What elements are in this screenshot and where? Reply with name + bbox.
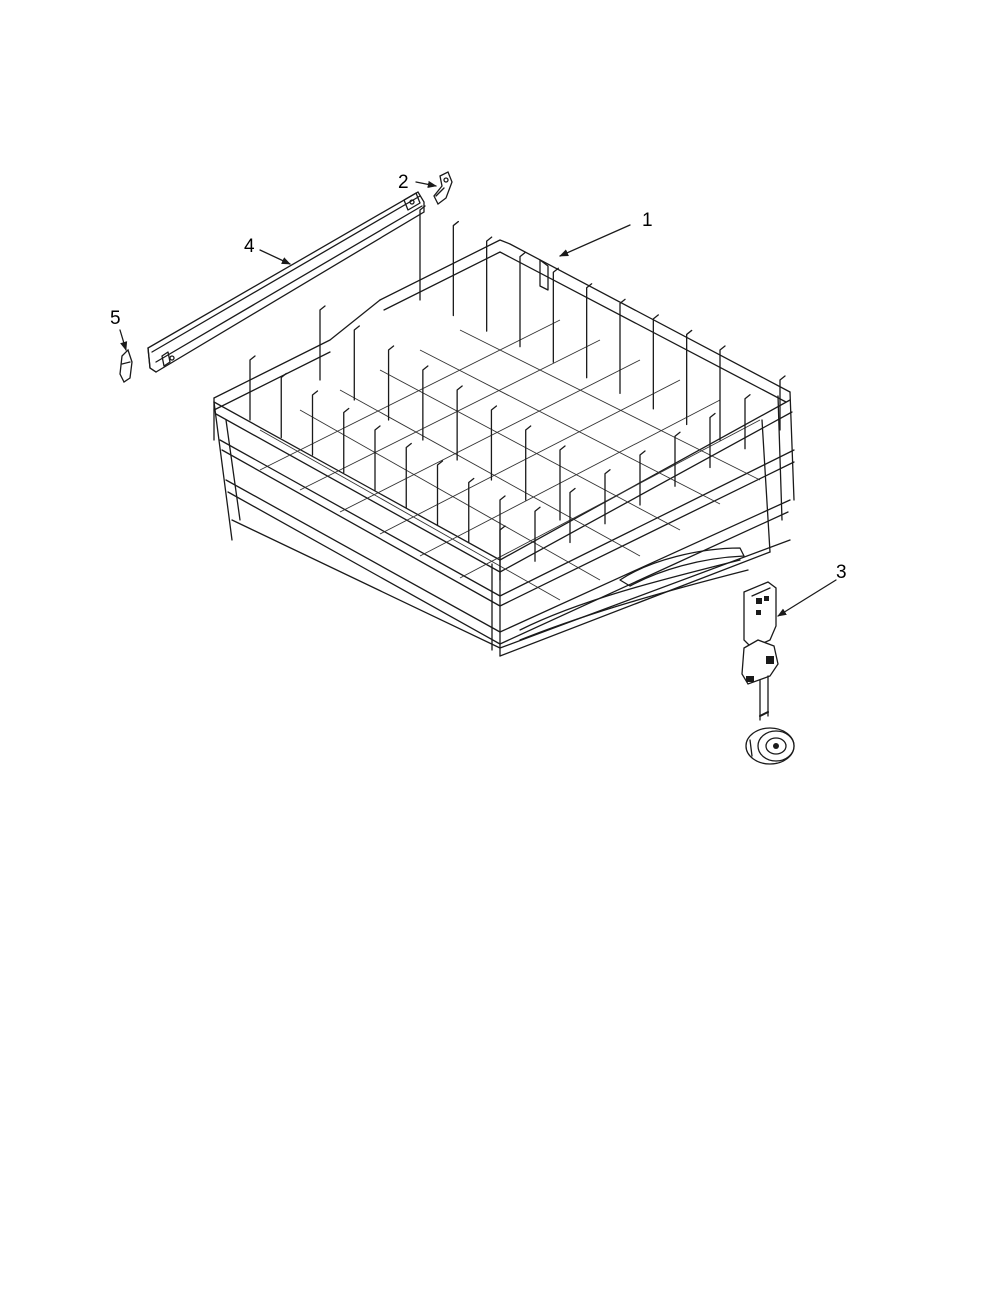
rack-tine — [779, 375, 786, 431]
rack-tine — [319, 305, 326, 381]
rack-tine — [744, 394, 751, 450]
callout-5: 5 — [110, 308, 121, 329]
rack-tine — [552, 267, 559, 363]
rack-tine — [374, 425, 381, 491]
rack-tine — [405, 442, 412, 509]
stop-clip-part-2 — [433, 171, 453, 205]
rack-tine — [499, 525, 506, 581]
leader-5 — [119, 329, 128, 351]
rack-tine — [456, 385, 463, 461]
dishrack-part-1 — [213, 205, 795, 657]
rack-tine — [490, 405, 498, 481]
leader-lines — [119, 180, 837, 617]
rack-tine — [534, 506, 541, 562]
rack-tine — [419, 205, 426, 301]
rack-tine — [422, 365, 429, 441]
rack-tine — [709, 412, 716, 469]
rack-tine — [619, 298, 626, 394]
callout-3: 3 — [836, 562, 847, 583]
rack-tine — [486, 236, 493, 332]
rack-tine — [586, 283, 593, 379]
rack-tine — [436, 460, 444, 526]
rack-tine — [639, 450, 646, 506]
end-cap-part-5 — [119, 348, 133, 383]
rack-tine — [343, 407, 350, 474]
rack-tine — [719, 345, 726, 441]
rack-tine — [569, 487, 576, 544]
leader-1 — [559, 224, 631, 257]
rack-tine — [559, 445, 566, 521]
arm-assembly-part-3 — [741, 581, 795, 765]
leader-4 — [259, 249, 291, 265]
rack-tine — [519, 252, 526, 348]
rack-tine — [387, 345, 395, 421]
leader-2 — [415, 180, 437, 188]
rack-tine — [452, 220, 459, 317]
rack-tine — [249, 355, 256, 421]
rack-tine — [311, 390, 319, 456]
callout-2: 2 — [398, 172, 409, 193]
rack-tine — [686, 329, 693, 426]
rack-tine — [674, 431, 681, 487]
rack-tine — [280, 372, 287, 439]
callout-1: 1 — [642, 210, 653, 231]
rack-tine — [604, 469, 611, 525]
callout-4: 4 — [244, 236, 255, 257]
rack-tine — [468, 477, 475, 544]
rail-part-4 — [147, 191, 425, 373]
rack-tine — [353, 325, 360, 401]
rack-tine — [652, 314, 659, 410]
leader-3 — [777, 579, 837, 617]
rack-tine — [525, 425, 532, 501]
